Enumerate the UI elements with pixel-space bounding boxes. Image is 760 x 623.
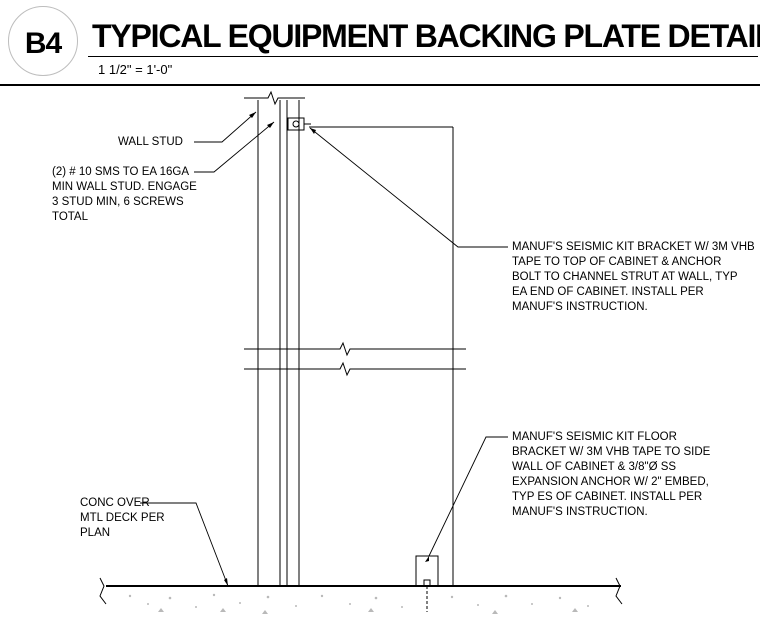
note-top-bracket: MANUF'S SEISMIC KIT BRACKET W/ 3M VHB TA… xyxy=(512,241,755,313)
note-screws: (2) # 10 SMS TO EA 16GA MIN WALL STUD. E… xyxy=(52,166,197,223)
detail-callout-circle: B4 xyxy=(8,6,78,76)
leader-screws xyxy=(194,121,275,173)
arrow-slab xyxy=(224,578,228,586)
detail-title: TYPICAL EQUIPMENT BACKING PLATE DETAIL xyxy=(92,18,760,54)
top-break-line xyxy=(244,90,305,106)
arrow-floor-bracket xyxy=(425,556,429,562)
leader-top-bracket xyxy=(309,127,508,248)
arrow-wall-stud xyxy=(249,112,256,118)
break-line-1 xyxy=(244,341,466,357)
slab-break-left xyxy=(99,577,107,605)
leader-slab xyxy=(140,502,229,587)
title-underline xyxy=(88,56,758,57)
arrow-screws xyxy=(267,122,274,128)
header-border xyxy=(0,84,760,86)
slab-break-right xyxy=(615,577,623,605)
top-bracket-anchor xyxy=(292,120,300,128)
note-floor-bracket: MANUF'S SEISMIC KIT FLOOR BRACKET W/ 3M … xyxy=(512,431,711,518)
note-slab: CONC OVER MTL DECK PER PLAN xyxy=(80,497,165,539)
concrete-hatch xyxy=(128,593,589,614)
leader-floor-bracket xyxy=(428,436,508,557)
note-wall-stud: WALL STUD xyxy=(118,136,183,148)
floor-bracket-notch xyxy=(423,579,431,586)
arrow-top-bracket xyxy=(310,128,316,134)
leader-wall-stud xyxy=(194,111,257,143)
break-line-2 xyxy=(244,361,466,377)
detail-scale: 1 1/2" = 1'-0" xyxy=(98,62,173,77)
top-bracket xyxy=(287,117,305,131)
detail-id: B4 xyxy=(24,27,62,60)
